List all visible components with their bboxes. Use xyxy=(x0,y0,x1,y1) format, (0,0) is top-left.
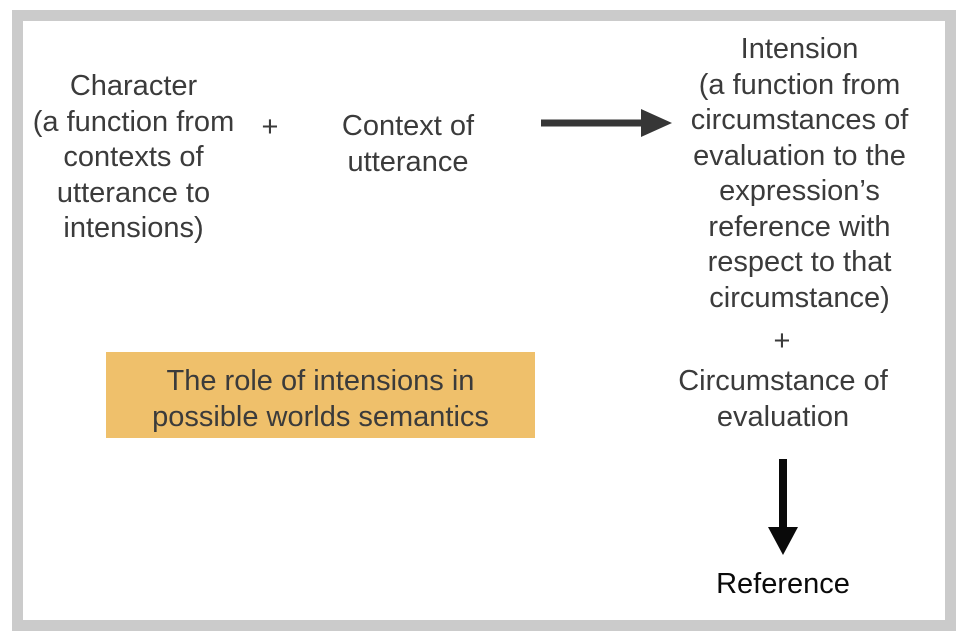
intension-label: Intension (a function from circumstances… xyxy=(690,33,909,314)
diagram-frame xyxy=(12,10,956,631)
context-of-utterance-label: Context of utterance xyxy=(341,110,475,178)
plus-sign-left: + xyxy=(261,111,279,143)
plus-sign-right: + xyxy=(773,325,791,357)
highlight-box-label: The role of intensions in possible world… xyxy=(152,365,489,433)
character-label: Character (a function from contexts of u… xyxy=(32,70,235,244)
circumstance-of-evaluation-label: Circumstance of evaluation xyxy=(678,365,888,433)
highlight-box: The role of intensions in possible world… xyxy=(106,352,535,438)
right-arrow-icon xyxy=(541,109,672,137)
down-arrow-icon xyxy=(768,459,798,555)
reference-label: Reference xyxy=(716,568,850,600)
